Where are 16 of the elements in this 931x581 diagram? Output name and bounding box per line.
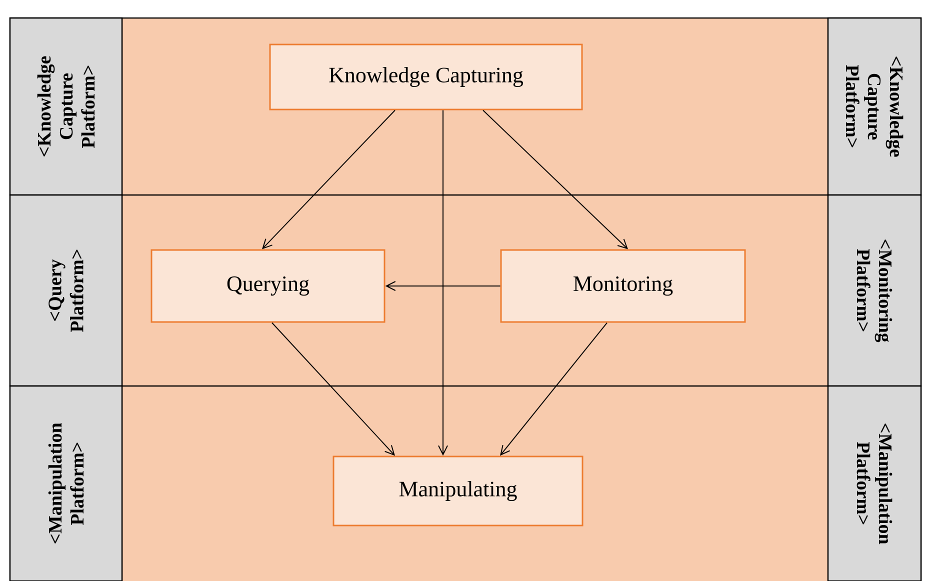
- arrow: [500, 322, 608, 456]
- arrow: [262, 110, 396, 250]
- platform-cell: <Query Platform>: [9, 194, 123, 387]
- process-box: Monitoring: [500, 249, 746, 323]
- platform-cell: <Monitoring Platform>: [827, 194, 922, 387]
- process-box: Knowledge Capturing: [269, 44, 583, 110]
- platform-cell: <Manipulation Platform>: [9, 385, 123, 581]
- platform-cell: <Knowledge Capture Platform>: [9, 17, 123, 196]
- arrow: [438, 110, 448, 456]
- process-box: Querying: [150, 249, 386, 323]
- arrow: [272, 322, 395, 456]
- process-box: Manipulating: [332, 456, 584, 526]
- platform-cell: <Knowledge Capture Platform>: [827, 17, 922, 196]
- arrow: [482, 110, 628, 250]
- arrow: [385, 281, 501, 291]
- platform-cell: <Manipulation Platform>: [827, 385, 922, 581]
